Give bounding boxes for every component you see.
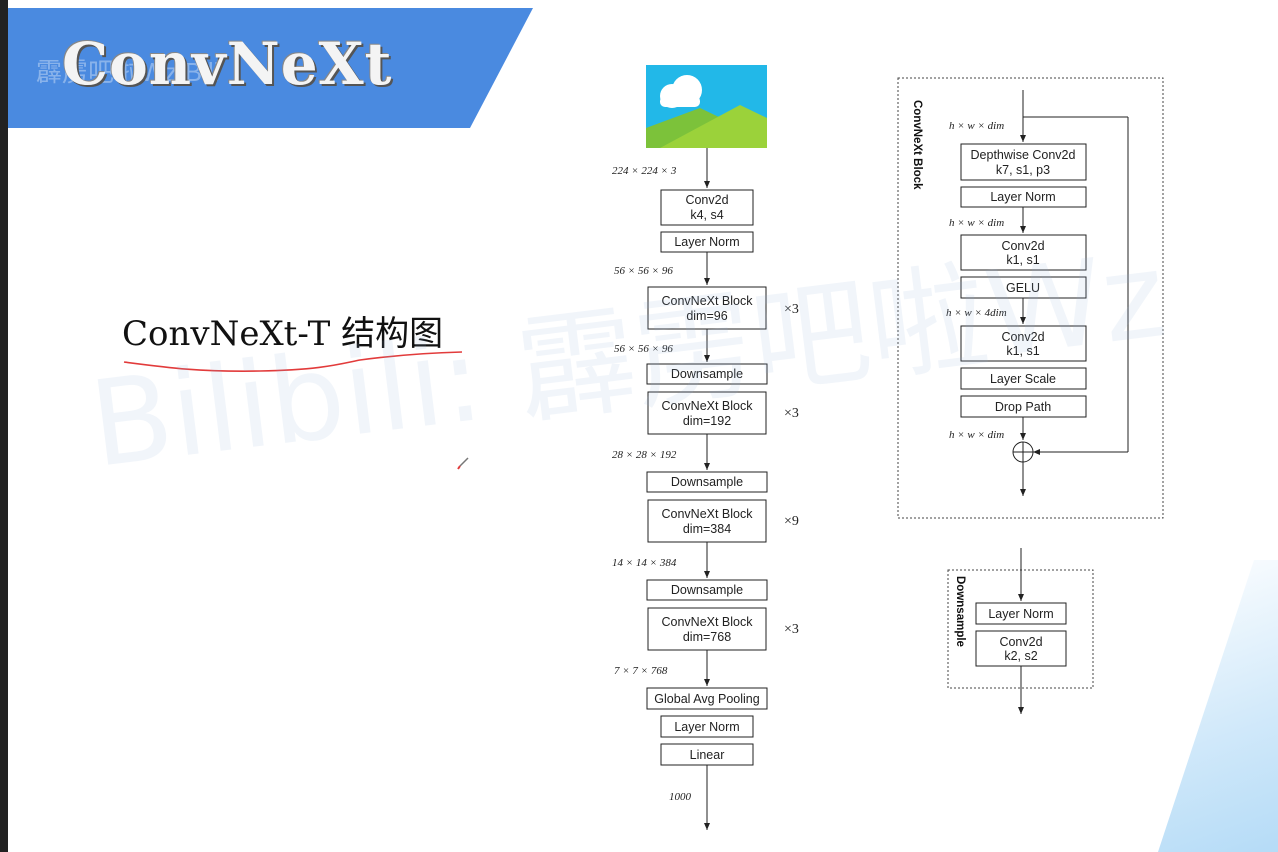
stage4-block-dim: dim=768 xyxy=(683,630,731,644)
convnext-block-detail: ConvNeXt Block h × w × dim Depthwise Con… xyxy=(897,77,1164,519)
layer-scale-label: Layer Scale xyxy=(990,372,1056,386)
block-detail-label: ConvNeXt Block xyxy=(911,100,923,190)
dim-label: 56 × 56 × 96 xyxy=(614,265,673,277)
slide-subtitle: ConvNeXt-T 结构图 xyxy=(122,314,444,354)
stage1-block-label: ConvNeXt Block xyxy=(661,294,753,308)
stage2-repeat: ×3 xyxy=(784,406,799,421)
dim-label: h × w × dim xyxy=(949,120,1004,132)
downsample-label: Downsample xyxy=(671,367,743,381)
dim-label: 56 × 56 × 96 xyxy=(614,343,673,355)
stem-conv-label: Conv2d xyxy=(685,193,728,207)
input-image-icon xyxy=(646,65,767,148)
stage3-repeat: ×9 xyxy=(784,514,799,529)
stage1-block-dim: dim=96 xyxy=(686,309,727,323)
stage3-block-label: ConvNeXt Block xyxy=(661,507,753,521)
head-layernorm-label: Layer Norm xyxy=(674,720,739,734)
dim-label: 7 × 7 × 768 xyxy=(614,665,668,677)
stem-conv-params: k4, s4 xyxy=(690,208,723,222)
downsample-detail-label: Downsample xyxy=(954,576,966,647)
drop-path-label: Drop Path xyxy=(995,400,1051,414)
pen-cursor-icon xyxy=(457,457,469,470)
dwconv-params: k7, s1, p3 xyxy=(996,163,1050,177)
stage1-repeat: ×3 xyxy=(784,302,799,317)
main-flow: 224 × 224 × 3 Conv2d k4, s4 Layer Norm 5… xyxy=(612,148,799,830)
ds-layernorm-label: Layer Norm xyxy=(988,607,1053,621)
page-title: ConvNeXt xyxy=(62,30,393,98)
pwconv2-params: k1, s1 xyxy=(1006,344,1039,358)
pwconv1-params: k1, s1 xyxy=(1006,253,1039,267)
title-banner xyxy=(8,8,533,128)
red-underline-annotation xyxy=(123,351,463,372)
dim-label: 28 × 28 × 192 xyxy=(612,449,677,461)
pwconv1-label: Conv2d xyxy=(1001,239,1044,253)
ds-conv-params: k2, s2 xyxy=(1004,649,1037,663)
dwconv-label: Depthwise Conv2d xyxy=(971,148,1076,162)
dim-label: h × w × 4dim xyxy=(946,307,1007,319)
downsample-detail: Downsample Layer Norm Conv2d k2, s2 xyxy=(947,548,1094,714)
window-edge xyxy=(0,0,8,852)
gelu-label: GELU xyxy=(1006,281,1040,295)
dim-label: h × w × dim xyxy=(949,429,1004,441)
dim-label: 224 × 224 × 3 xyxy=(612,165,677,177)
block-layernorm-label: Layer Norm xyxy=(990,190,1055,204)
dim-label: h × w × dim xyxy=(949,217,1004,229)
stage4-repeat: ×3 xyxy=(784,622,799,637)
downsample-label: Downsample xyxy=(671,583,743,597)
output-label: 1000 xyxy=(669,791,692,803)
downsample-label: Downsample xyxy=(671,475,743,489)
stage4-block-label: ConvNeXt Block xyxy=(661,615,753,629)
linear-label: Linear xyxy=(690,748,725,762)
ds-conv-label: Conv2d xyxy=(999,635,1042,649)
add-icon xyxy=(1012,441,1034,463)
pwconv2-label: Conv2d xyxy=(1001,330,1044,344)
stage3-block-dim: dim=384 xyxy=(683,522,731,536)
gap-label: Global Avg Pooling xyxy=(654,692,759,706)
stage2-block-dim: dim=192 xyxy=(683,414,731,428)
dim-label: 14 × 14 × 384 xyxy=(612,557,677,569)
banner-watermark: 霹雳吧啦Wz Bili xyxy=(36,57,220,87)
stem-layernorm-label: Layer Norm xyxy=(674,235,739,249)
stage2-block-label: ConvNeXt Block xyxy=(661,399,753,413)
